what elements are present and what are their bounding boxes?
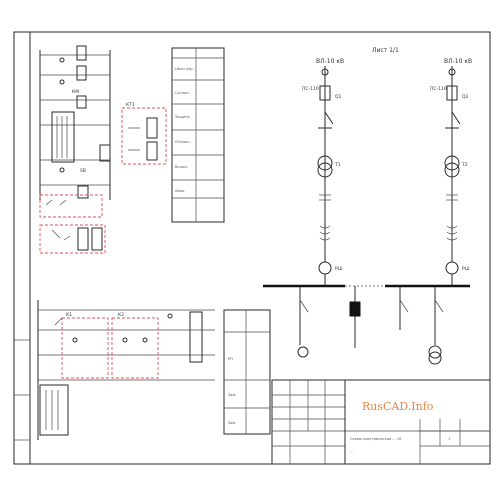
feeder-right: ВЛ-10 кВ ПС-110 Q2 Т2 РШ [430,58,472,275]
control-circuit-upper: КМ SB [39,45,111,200]
drawing-title: Схема электрическая ... 10 [350,437,402,441]
svg-text:КМ: КМ [72,89,79,95]
svg-text:ПС-110: ПС-110 [430,86,447,92]
svg-text:ВЛ-10 кВ: ВЛ-10 кВ [444,58,472,65]
svg-text:РП: РП [228,357,233,361]
red-dashed-block-1 [39,194,106,254]
svg-text:SB: SB [80,168,86,174]
drawing-subtitle: ... [350,449,353,453]
outgoing-feeders [297,286,444,365]
red-dashed-block-2: КТ1 [121,102,167,165]
svg-text:Q2: Q2 [462,94,469,100]
sheet-frame [13,31,491,465]
svg-text:Зам.: Зам. [228,393,236,397]
svg-text:Т2: Т2 [461,162,468,168]
svg-text:Q1: Q1 [335,94,342,100]
top-label: Лист 1/1 [372,47,399,54]
legend-table-upper: Цепи упр. Сигнал. Защита Отключ. Включ. … [171,47,225,223]
svg-text:Т1: Т1 [334,162,341,168]
breaker-closed [349,301,361,317]
svg-text:ПС-110: ПС-110 [302,86,319,92]
sheet-number: 1 [448,437,450,441]
svg-text:Авар.: Авар. [175,189,185,193]
svg-text:Включ.: Включ. [175,165,188,169]
svg-text:ВЛ-10 кВ: ВЛ-10 кВ [316,58,344,65]
svg-text:РШ: РШ [462,266,470,272]
svg-text:Отключ.: Отключ. [175,140,191,144]
svg-text:КТ1: КТ1 [126,102,135,108]
control-circuit-lower: К1 К2 [37,300,215,440]
legend-table-lower: РП Зам. Зам. [223,309,271,435]
svg-text:Зам.: Зам. [228,421,236,425]
svg-text:К2: К2 [118,312,124,318]
brand-logo: RusCAD.Info [362,400,434,413]
feeder-left: ВЛ-10 кВ ПС-110 Q1 Т1 РШ [302,58,344,275]
svg-text:РШ: РШ [335,266,343,272]
svg-text:Цепи упр.: Цепи упр. [175,67,194,71]
svg-text:Защита: Защита [175,115,190,119]
svg-text:Сигнал.: Сигнал. [175,91,190,95]
svg-text:К1: К1 [66,312,72,318]
title-block: RusCAD.Info Схема электрическая ... 10 .… [271,379,491,465]
